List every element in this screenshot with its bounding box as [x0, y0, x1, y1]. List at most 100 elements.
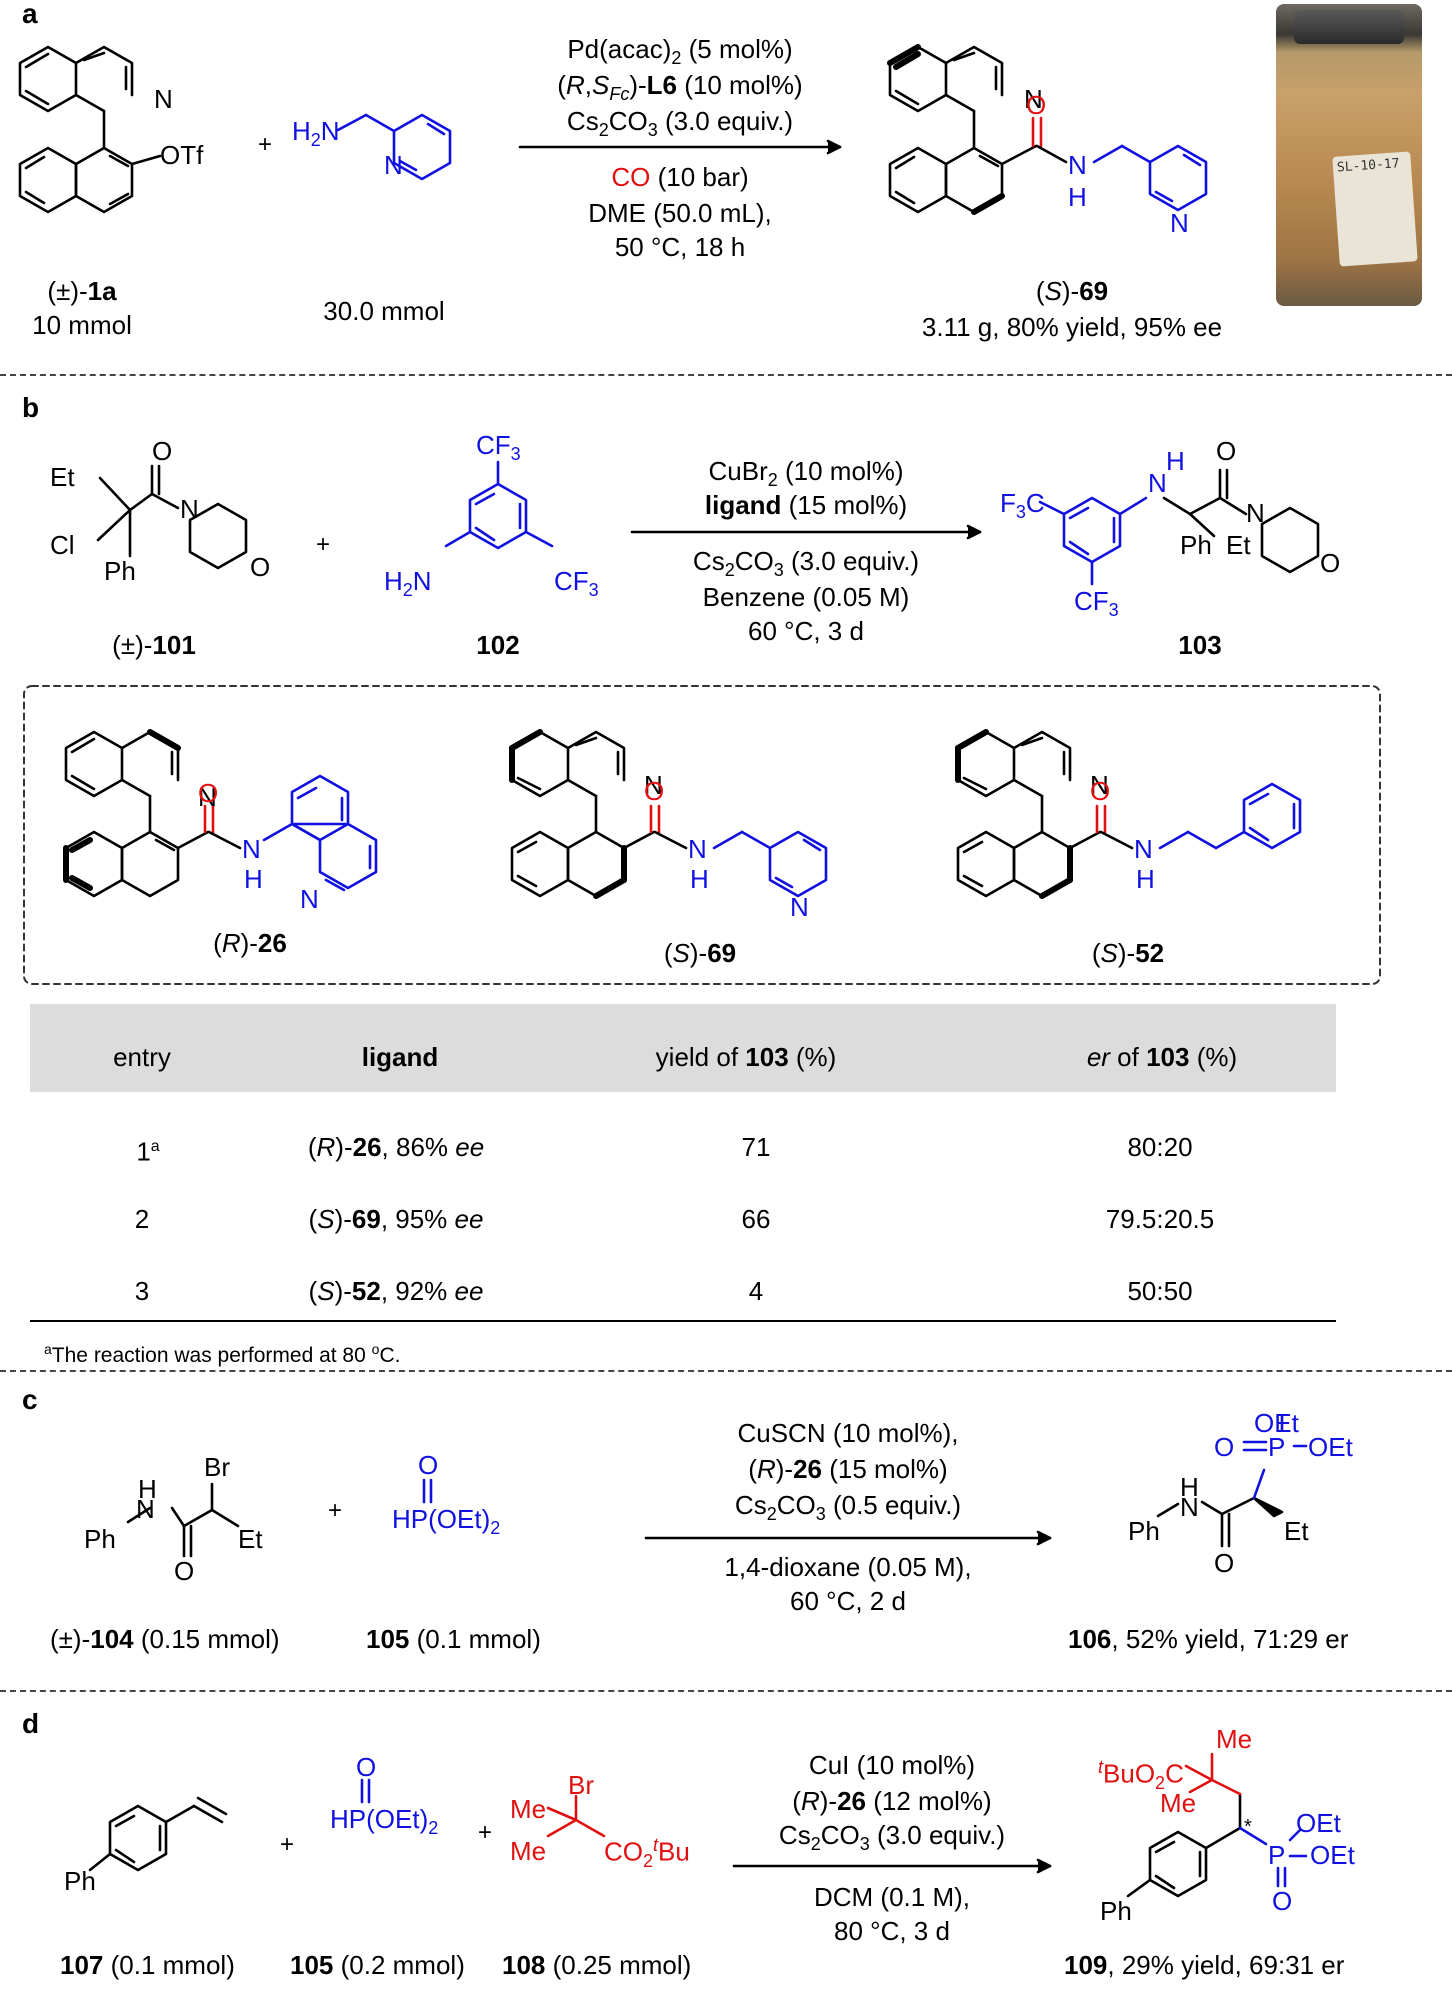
atom-h-104: H	[138, 1474, 157, 1504]
cond-a-1: Pd(acac)2 (5 mol%)	[567, 34, 793, 69]
atom-p-109: P	[1268, 1840, 1286, 1870]
atom-n-1a: N	[154, 84, 173, 114]
atom-cf3-r-102: CF3	[554, 566, 599, 601]
cond-a-5: DME (50.0 mL),	[588, 198, 772, 228]
atom-ph-101: Ph	[104, 556, 136, 586]
atom-n-lig26: N	[198, 782, 217, 812]
atom-n-lig69: N	[644, 770, 663, 800]
table-footnote: aThe reaction was performed at 80 oC.	[44, 1341, 401, 1367]
section-label-d: d	[22, 1708, 40, 1739]
label-108: 108 (0.25 mmol)	[502, 1950, 692, 1980]
amount-1a: 10 mmol	[32, 310, 132, 340]
atom-n-lig52: N	[1090, 770, 1109, 800]
atom-n-pyr-a: N	[384, 150, 403, 180]
cell-ligand: (S)-69, 95% ee	[308, 1204, 484, 1234]
atom-h2n-102: H2N	[384, 566, 432, 601]
atom-h-lig52: H	[1136, 864, 1155, 894]
atom-oet-r-106: OEt	[1308, 1432, 1353, 1462]
label-106: 106, 52% yield, 71:29 er	[1068, 1624, 1349, 1654]
atom-nh-69: N	[1068, 150, 1087, 180]
cond-b-1: CuBr2 (10 mol%)	[708, 456, 904, 491]
atom-p-106: P	[1268, 1432, 1286, 1462]
atom-nh-lig69: N	[688, 834, 707, 864]
atom-me1-109: Me	[1216, 1724, 1253, 1754]
label-104: (±)-104 (0.15 mmol)	[50, 1624, 280, 1654]
divider-bc	[0, 1370, 1452, 1372]
th-ligand: ligand	[361, 1042, 439, 1072]
atom-oet-top-106: OEt	[1254, 1408, 1299, 1438]
atom-me1-108: Me	[510, 1794, 547, 1824]
atom-o-103: O	[1216, 436, 1237, 466]
atom-nq-lig26: N	[300, 884, 319, 914]
atom-ph-109: Ph	[1100, 1896, 1132, 1926]
cell-er: 50:50	[1127, 1276, 1193, 1306]
atom-n-101: N	[180, 494, 199, 524]
atom-o-69: O	[1026, 90, 1047, 120]
plus-b: +	[316, 531, 331, 558]
section-label-a: a	[22, 0, 38, 29]
label-102: 102	[476, 630, 520, 660]
label-105d: 105 (0.2 mmol)	[290, 1950, 465, 1980]
cell-yield: 71	[741, 1132, 771, 1162]
cond-b-5: 60 °C, 3 d	[748, 616, 864, 646]
atom-ph-103: Ph	[1180, 530, 1212, 560]
atom-npyr-lig69: N	[790, 892, 809, 922]
label-109: 109, 29% yield, 69:31 er	[1064, 1950, 1345, 1980]
atom-h-lig69: H	[690, 864, 709, 894]
atom-o-lig69: O	[644, 776, 665, 806]
cell-yield: 66	[741, 1204, 771, 1234]
atom-n-104: N	[136, 1494, 155, 1524]
atom-o-105d: O	[356, 1752, 377, 1782]
cond-c-3: Cs2CO3 (0.5 equiv.)	[734, 1490, 962, 1525]
atom-o-lig26: O	[198, 778, 219, 808]
cond-a-4: CO (10 bar)	[611, 162, 749, 192]
atom-cl-101: Cl	[50, 530, 75, 560]
label-103: 103	[1178, 630, 1222, 660]
atom-br-108: Br	[568, 1770, 594, 1800]
atom-tbuo2c-109: tBuO2C	[1098, 1757, 1184, 1793]
atom-ph-107: Ph	[64, 1866, 96, 1896]
cond-d-5: 80 °C, 3 d	[834, 1916, 950, 1946]
vial-photo: SL-10-17	[1276, 4, 1422, 306]
atom-o-104: O	[174, 1556, 195, 1586]
cell-er: 79.5:20.5	[1105, 1204, 1215, 1234]
atom-co2tbu-108: CO2tBu	[604, 1835, 690, 1871]
atom-ph-106: Ph	[1128, 1516, 1160, 1546]
th-yield: yield of 103 (%)	[655, 1042, 837, 1072]
section-label-b: b	[22, 392, 40, 423]
plus-a: +	[258, 131, 273, 158]
cond-d-4: DCM (0.1 M),	[814, 1882, 970, 1912]
atom-nh-n-103: N	[1148, 468, 1167, 498]
vial-label: SL-10-17	[1332, 151, 1418, 267]
cell-er: 80:20	[1127, 1132, 1193, 1162]
atom-oet-r-109: OEt	[1310, 1840, 1355, 1870]
atom-et-103: Et	[1226, 530, 1251, 560]
atom-hp-105c: HP(OEt)2	[392, 1504, 501, 1539]
cell-entry: 2	[134, 1204, 150, 1234]
atom-o-101: O	[152, 436, 173, 466]
atom-o-105c: O	[418, 1450, 439, 1480]
ligand-label-26: (R)-26	[213, 928, 287, 958]
cond-a-2: (R,SFc)-L6 (10 mol%)	[557, 70, 803, 105]
atom-n-pyr-69: N	[1170, 208, 1189, 238]
atom-o-106: O	[1214, 1548, 1235, 1578]
atom-hp-105d: HP(OEt)2	[330, 1804, 439, 1839]
divider-ab	[0, 374, 1452, 376]
atom-o-lig52: O	[1090, 776, 1111, 806]
cell-ligand: (S)-52, 92% ee	[308, 1276, 484, 1306]
atom-et-104: Et	[238, 1524, 263, 1554]
cond-d-2: (R)-26 (12 mol%)	[792, 1786, 992, 1816]
cond-c-1: CuSCN (10 mol%),	[737, 1418, 959, 1448]
cond-a-3: Cs2CO3 (3.0 equiv.)	[566, 106, 794, 141]
atom-cf3-top-102: CF3	[476, 430, 521, 465]
atom-et-106: Et	[1284, 1516, 1309, 1546]
atom-me2-108: Me	[510, 1836, 547, 1866]
cond-d-1: CuI (10 mol%)	[808, 1750, 976, 1780]
atom-n-103: N	[1246, 498, 1265, 528]
atom-cf3-103: CF3	[1074, 586, 1119, 621]
th-er: er of 103 (%)	[1086, 1042, 1238, 1072]
atom-h2n-a: H2N	[292, 116, 340, 151]
table-header	[30, 1004, 1336, 1092]
vial-cap	[1294, 10, 1404, 44]
